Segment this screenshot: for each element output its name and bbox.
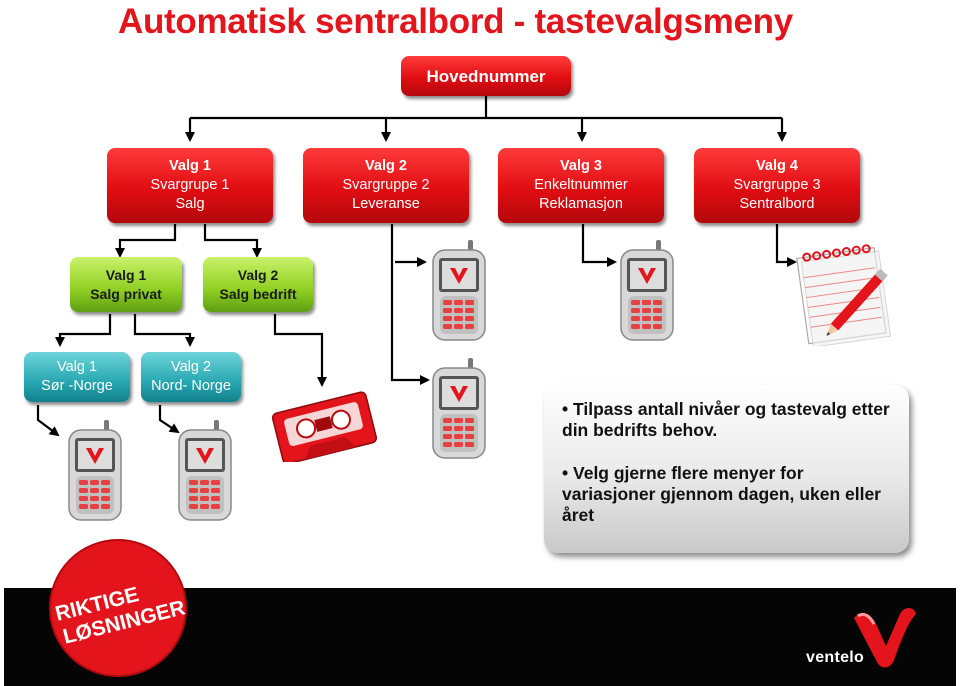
option-number: Valg 2 xyxy=(237,266,279,283)
riktige-losninger-badge: RIKTIGE LØSNINGER xyxy=(49,539,187,677)
submenu-salg-bedrift-node: Valg 2 Salg bedrift xyxy=(203,257,313,312)
option-number: Valg 1 xyxy=(105,266,147,283)
menu-option-3-node: Valg 3 Enkeltnummer Reklamasjon xyxy=(498,148,664,223)
option-purpose: Sentralbord xyxy=(739,196,815,212)
option-number: Valg 2 xyxy=(170,359,212,375)
mobile-phone-icon xyxy=(178,420,232,521)
info-callout-box: • Tilpass antall nivåer og tastevalg ett… xyxy=(544,385,909,553)
bullet-marker: • xyxy=(562,463,573,483)
option-number: Valg 1 xyxy=(169,158,211,174)
option-group: Svargrupe 1 xyxy=(150,177,230,193)
root-node-hovednummer: Hovednummer xyxy=(401,56,571,96)
option-number: Valg 3 xyxy=(560,158,602,174)
menu-option-1-node: Valg 1 Svargrupe 1 Salg xyxy=(107,148,273,223)
mobile-phone-icon xyxy=(620,240,674,341)
menu-option-2-node: Valg 2 Svargruppe 2 Leveranse xyxy=(303,148,469,223)
notepad-pencil-icon xyxy=(796,244,892,346)
submenu-sor-norge-node: Valg 1 Sør -Norge xyxy=(24,352,130,402)
mobile-phone-icon xyxy=(68,420,122,521)
option-group: Enkeltnummer xyxy=(534,177,628,193)
ventelo-brand-name: ventelo xyxy=(806,649,865,666)
option-purpose: Salg privat xyxy=(90,285,162,302)
info-bullet-1: • Tilpass antall nivåer og tastevalg ett… xyxy=(562,399,895,441)
option-purpose: Reklamasjon xyxy=(539,196,623,212)
cassette-tape-icon xyxy=(271,391,378,462)
ventelo-logo-icon xyxy=(854,608,916,668)
option-purpose: Salg xyxy=(175,196,205,212)
mobile-phone-icon xyxy=(432,358,486,459)
submenu-nord-norge-node: Valg 2 Nord- Norge xyxy=(141,352,241,402)
info-bullet-1-text: Tilpass antall nivåer og tastevalg etter… xyxy=(562,399,890,440)
option-purpose: Salg bedrift xyxy=(219,285,297,302)
page-title: Automatisk sentralbord - tastevalgsmeny xyxy=(118,2,793,41)
option-region: Sør -Norge xyxy=(41,378,113,394)
bullet-marker: • xyxy=(562,399,573,419)
option-number: Valg 4 xyxy=(756,158,798,174)
option-group: Svargruppe 3 xyxy=(733,177,821,193)
option-number: Valg 2 xyxy=(365,158,407,174)
info-bullet-2: • Velg gjerne flere menyer for variasjon… xyxy=(562,463,895,526)
mobile-phone-icon xyxy=(432,240,486,341)
option-number: Valg 1 xyxy=(56,359,98,375)
submenu-salg-privat-node: Valg 1 Salg privat xyxy=(70,257,182,312)
option-region: Nord- Norge xyxy=(151,378,231,394)
option-purpose: Leveranse xyxy=(352,196,420,212)
option-group: Svargruppe 2 xyxy=(342,177,430,193)
info-bullet-2-text: Velg gjerne flere menyer for variasjoner… xyxy=(562,463,881,525)
menu-option-4-node: Valg 4 Svargruppe 3 Sentralbord xyxy=(694,148,860,223)
root-node-label: Hovednummer xyxy=(426,66,546,86)
